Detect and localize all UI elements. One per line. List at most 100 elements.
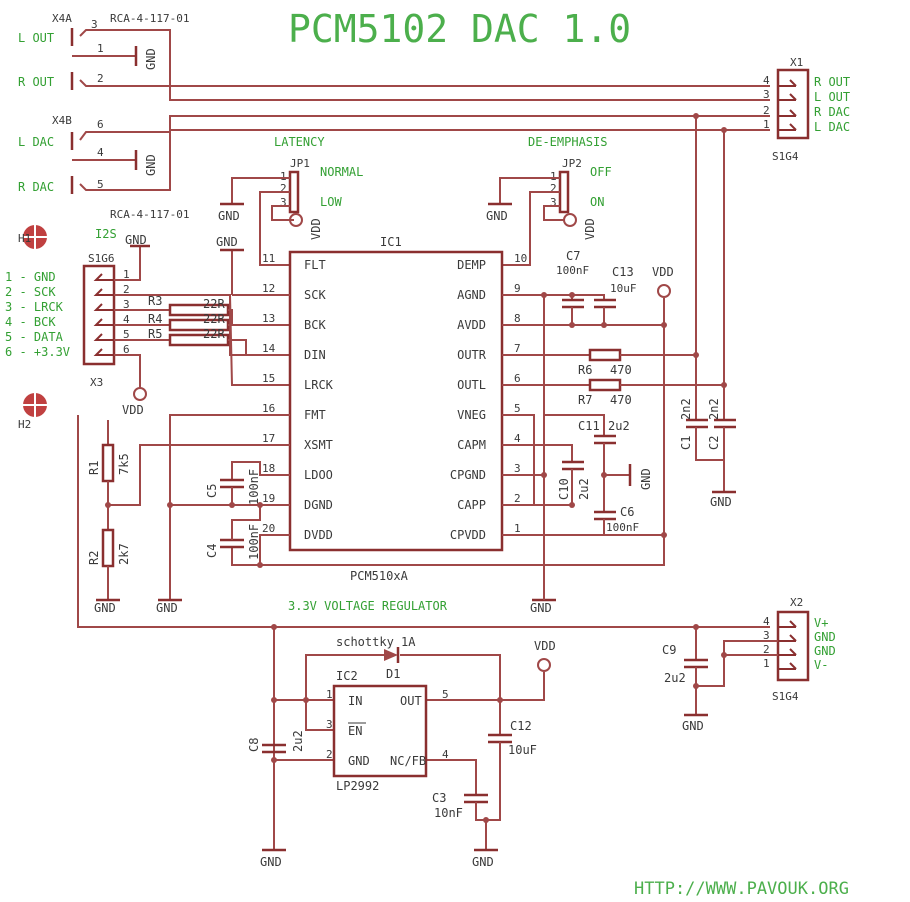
x4a-r-out-label: R OUT xyxy=(18,75,54,89)
c3-name: C3 xyxy=(432,791,446,805)
ic1-pin-num-17: 17 xyxy=(262,432,275,445)
h2-label: H2 xyxy=(18,418,31,431)
x4b-part: RCA-4-117-01 xyxy=(110,208,189,221)
ic1-pin-num-14: 14 xyxy=(262,342,276,355)
r2-gnd: GND xyxy=(94,601,116,615)
c1c2-gnd: GND xyxy=(710,495,732,509)
ic1-pin-num-11: 11 xyxy=(262,252,275,265)
ic1-pin-num-3: 3 xyxy=(514,462,521,475)
ic1-pin-demp: DEMP xyxy=(457,258,486,272)
x1-label-l-out: L OUT xyxy=(814,90,850,104)
ic1-sck-gnd: GND xyxy=(216,235,238,249)
x1-pin-3: 3 xyxy=(763,88,770,101)
jumper-jp1: LATENCY JP1 NORMAL LOW 1 2 3 GND VDD xyxy=(218,135,363,266)
x1-label-l-dac: L DAC xyxy=(814,120,850,134)
ic1-pin-num-5: 5 xyxy=(514,402,521,415)
cp-gnd: GND xyxy=(639,468,653,490)
c2-value: 2n2 xyxy=(707,398,721,420)
svg-text:3: 3 xyxy=(550,196,557,209)
x4a-name: X4A xyxy=(52,12,72,25)
d1-name: D1 xyxy=(386,667,400,681)
junction-dot xyxy=(569,292,575,298)
ic1-pin-num-2: 2 xyxy=(514,492,521,505)
x4b-name: X4B xyxy=(52,114,72,127)
svg-text:2: 2 xyxy=(280,182,287,195)
header-x2-power: X2 4 3 2 1 V+ GND GND V- S1G4 GND C9 2u2 xyxy=(662,596,836,733)
ic1-pin-num-10: 10 xyxy=(514,252,527,265)
svg-text:1: 1 xyxy=(763,657,770,670)
c5-name: C5 xyxy=(205,484,219,498)
c10-value: 2u2 xyxy=(577,478,591,500)
ic1-pin-sck: SCK xyxy=(304,288,326,302)
x3-vdd: VDD xyxy=(122,403,144,417)
c7-value: 100nF xyxy=(556,264,589,277)
svg-text:1: 1 xyxy=(550,170,557,183)
r4-value: 22R xyxy=(203,312,225,326)
x3-name: X3 xyxy=(90,376,103,389)
junction-dot xyxy=(661,322,667,328)
left-lower-network: GND GND R1 7k5 R2 2k7 C5 100nF C4 100nF xyxy=(87,414,665,615)
junction-dot xyxy=(483,817,489,823)
x3-part: S1G6 xyxy=(88,252,115,265)
r7-value: 470 xyxy=(610,393,632,407)
x1-label-r-out: R OUT xyxy=(814,75,850,89)
junction-dot xyxy=(497,697,503,703)
svg-text:3: 3 xyxy=(326,718,333,731)
r3-name: R3 xyxy=(148,294,162,308)
junction-dot xyxy=(271,757,277,763)
x3-legend-5: 5 - DATA xyxy=(5,330,64,344)
junction-dot xyxy=(569,502,575,508)
junction-dot xyxy=(721,127,727,133)
fmt-gnd: GND xyxy=(156,601,178,615)
header-x3-i2s: I2S S1G6 X3 1 - GND 2 - SCK 3 - LRCK 4 -… xyxy=(5,227,290,417)
c13-value: 10uF xyxy=(610,282,637,295)
c7-name: C7 xyxy=(566,249,580,263)
c8-gnd: GND xyxy=(260,855,282,869)
ic1-pin-vneg: VNEG xyxy=(457,408,486,422)
ic1-pin-xsmt: XSMT xyxy=(304,438,333,452)
ic1-pin-cpgnd: CPGND xyxy=(450,468,486,482)
d1-part: schottky 1A xyxy=(336,635,416,649)
c12-value: 10uF xyxy=(508,743,537,757)
x3-pin-stub xyxy=(93,303,114,311)
ic2-pin-in: IN xyxy=(348,694,362,708)
svg-text:4: 4 xyxy=(123,313,130,326)
rca-connector-x4b: X4B L DAC R DAC 6 4 5 GND RCA-4-117-01 xyxy=(18,114,770,221)
ic1-pin-num-20: 20 xyxy=(262,522,275,535)
r1-value: 7k5 xyxy=(117,453,131,475)
x4b-pin-6: 6 xyxy=(97,118,104,131)
c1-name: C1 xyxy=(679,436,693,450)
svg-text:2: 2 xyxy=(763,643,770,656)
junction-dot xyxy=(693,352,699,358)
x3-legend-4: 4 - BCK xyxy=(5,315,56,329)
ic1-pin-capp: CAPP xyxy=(457,498,486,512)
ic1-pin-num-7: 7 xyxy=(514,342,521,355)
ic2-name: IC2 xyxy=(336,669,358,683)
x2-label-vminus: V- xyxy=(814,658,828,672)
website-url: HTTP://WWW.PAVOUK.ORG xyxy=(634,879,849,899)
ic1-pin-num-19: 19 xyxy=(262,492,275,505)
jp2-opt-on: ON xyxy=(590,195,604,209)
c4-value: 100nF xyxy=(247,524,261,560)
x1-pin-4: 4 xyxy=(763,74,770,87)
svg-text:3: 3 xyxy=(763,629,770,642)
c1-value: 2n2 xyxy=(679,398,693,420)
ic1-pin-din: DIN xyxy=(304,348,326,362)
jumper-jp2: DE-EMPHASIS JP2 OFF ON 1 2 3 GND VDD xyxy=(486,135,612,266)
c11-value: 2u2 xyxy=(608,419,630,433)
x1-pin-1: 1 xyxy=(763,118,770,131)
x4b-pin-5: 5 xyxy=(97,178,104,191)
svg-text:1: 1 xyxy=(280,170,287,183)
ic1-pin-lrck: LRCK xyxy=(304,378,334,392)
ic1-pin-num-6: 6 xyxy=(514,372,521,385)
x3-pin-stub xyxy=(93,288,114,296)
ic1-pin-num-18: 18 xyxy=(262,462,275,475)
c9-value: 2u2 xyxy=(664,671,686,685)
svg-text:1: 1 xyxy=(326,688,333,701)
ic1-pin-dgnd: DGND xyxy=(304,498,333,512)
x1-part: S1G4 xyxy=(772,150,799,163)
r5-name: R5 xyxy=(148,327,162,341)
ic1-pin-num-12: 12 xyxy=(262,282,275,295)
ic1-pin-num-8: 8 xyxy=(514,312,521,325)
svg-text:6: 6 xyxy=(123,343,130,356)
